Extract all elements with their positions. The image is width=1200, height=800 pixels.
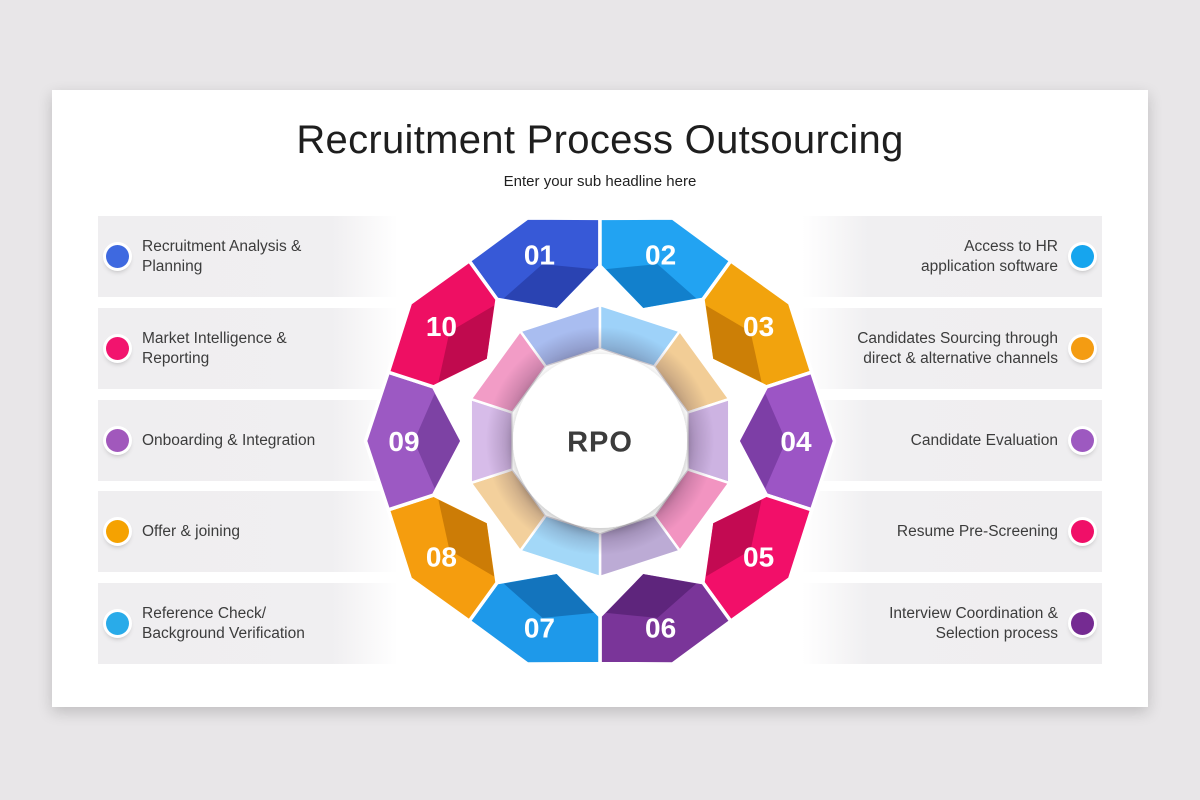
item-label-line: Candidate Evaluation (910, 431, 1058, 449)
process-item-left-4: Offer & joining (98, 491, 398, 572)
item-label-line: Interview Coordination & (889, 604, 1058, 622)
item-label-line: Recruitment Analysis & (142, 237, 302, 255)
item-label: Interview Coordination & Selection proce… (889, 604, 1058, 644)
item-label: Candidates Sourcing through direct & alt… (857, 329, 1058, 369)
segment-10-number: 10 (426, 311, 457, 342)
segment-06-number: 06 (645, 612, 676, 643)
rpo-center-label: RPO (567, 426, 633, 458)
segment-05-bevel (705, 499, 762, 577)
process-item-right-4: Resume Pre-Screening (802, 491, 1102, 572)
item-dot (106, 429, 129, 452)
item-dot (1071, 520, 1094, 543)
item-label-line: Background Verification (142, 624, 305, 642)
slide-title: Recruitment Process Outsourcing (296, 118, 904, 162)
segment-10-bevel (438, 305, 495, 383)
item-label-line: Onboarding & Integration (142, 431, 316, 449)
item-label: Onboarding & Integration (142, 431, 315, 451)
segment-08-bevel (438, 499, 495, 577)
ring-segment-shade (470, 469, 546, 551)
segment-01-bevel (503, 264, 594, 308)
item-label-line: direct & alternative channels (863, 349, 1058, 367)
item-label-line: Planning (142, 257, 203, 275)
item-label: Recruitment Analysis & Planning (142, 237, 301, 277)
process-item-left-3: Onboarding & Integration (98, 400, 398, 481)
segment-04-bevel (740, 393, 786, 489)
segment-04-number: 04 (780, 426, 812, 457)
item-label: Resume Pre-Screening (897, 522, 1058, 542)
process-item-left-1: Recruitment Analysis & Planning (98, 216, 398, 297)
item-dot (1071, 429, 1094, 452)
center-circle (513, 354, 687, 528)
item-label-line: Offer & joining (142, 522, 240, 540)
process-item-right-2: Candidates Sourcing through direct & alt… (802, 308, 1102, 389)
item-dot (106, 612, 129, 635)
item-label: Reference Check/ Background Verification (142, 604, 305, 644)
process-item-right-1: Access to HR application software (802, 216, 1102, 297)
slide-card: Recruitment Process Outsourcing Enter yo… (52, 90, 1148, 707)
segment-02-bevel (606, 264, 697, 308)
item-dot (1071, 337, 1094, 360)
item-dot (1071, 612, 1094, 635)
segment-07-bevel (503, 574, 594, 618)
item-dot (106, 337, 129, 360)
process-item-right-3: Candidate Evaluation (802, 400, 1102, 481)
item-label: Offer & joining (142, 522, 240, 542)
ring-segment-shade (600, 515, 680, 577)
item-label: Candidate Evaluation (911, 431, 1058, 451)
segment-08-number: 08 (426, 541, 457, 572)
slide-subtitle: Enter your sub headline here (503, 173, 697, 190)
ring-segment-shade (470, 399, 513, 483)
item-dot (106, 520, 129, 543)
segment-05-number: 05 (743, 541, 774, 572)
item-label-line: Reference Check/ (142, 604, 267, 622)
segment-09-bevel (414, 393, 460, 489)
ring-segment-shade (600, 305, 680, 367)
ring-segment-shade (654, 331, 730, 413)
item-label-line: Selection process (935, 624, 1058, 642)
item-label-line: Resume Pre-Screening (896, 522, 1058, 540)
process-item-left-5: Reference Check/ Background Verification (98, 583, 398, 664)
item-dot (1071, 245, 1094, 268)
segment-03-number: 03 (743, 311, 774, 342)
item-label-line: Reporting (142, 349, 210, 367)
item-label-line: application software (921, 257, 1058, 275)
process-item-right-5: Interview Coordination & Selection proce… (802, 583, 1102, 664)
ring-segment-shade (687, 399, 730, 483)
ring-segment-shade (470, 331, 546, 413)
segment-01-number: 01 (524, 240, 555, 271)
item-label: Market Intelligence & Reporting (142, 329, 287, 369)
segment-09-number: 09 (388, 426, 419, 457)
segment-03-bevel (705, 305, 762, 383)
ring-segment-shade (654, 469, 730, 551)
segment-06-bevel (606, 574, 697, 618)
item-label-line: Candidates Sourcing through (857, 329, 1058, 347)
item-dot (106, 245, 129, 268)
ring-segment-shade (520, 305, 600, 367)
item-label-line: Access to HR (964, 237, 1058, 255)
item-label-line: Market Intelligence & (142, 329, 287, 347)
segment-02-number: 02 (645, 240, 676, 271)
segment-07-number: 07 (524, 612, 555, 643)
ring-segment-shade (520, 515, 600, 577)
item-label: Access to HR application software (921, 237, 1058, 277)
process-item-left-2: Market Intelligence & Reporting (98, 308, 398, 389)
